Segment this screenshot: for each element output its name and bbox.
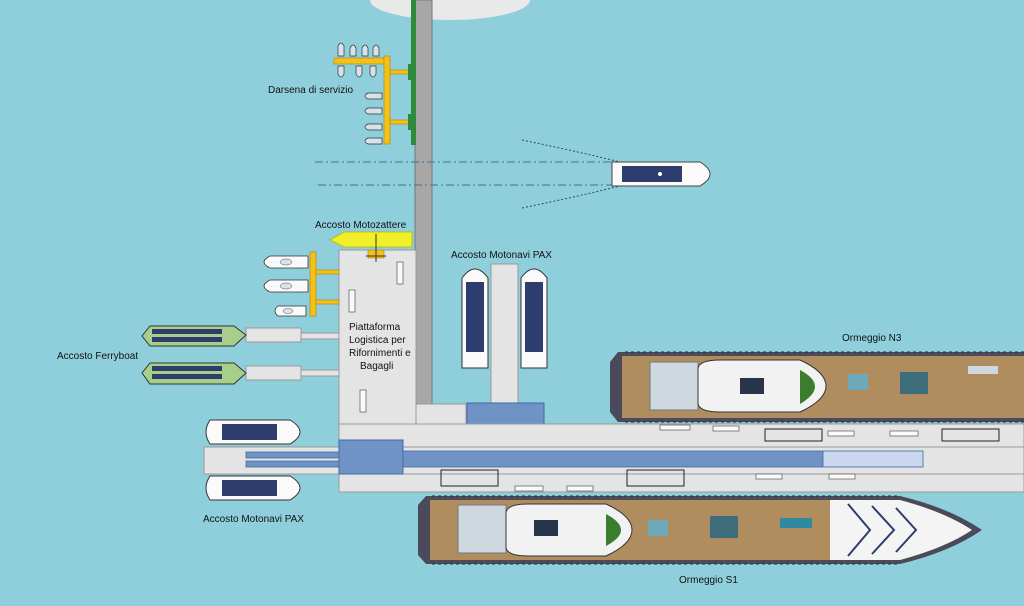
motozattere-pontoon (263, 251, 340, 317)
nav-curve-upper (521, 139, 621, 163)
cruise-ship-s1 (418, 495, 982, 565)
breakwater-mole (414, 0, 433, 406)
nav-curve-lower (521, 185, 621, 209)
motonavi-pax-berth-bottom (205, 419, 301, 501)
platform-annex (415, 403, 467, 426)
label-piattaforma-line4: Bagagli (360, 361, 393, 372)
truck-icon (396, 261, 404, 285)
label-motozattere: Accosto Motozattere (315, 220, 407, 231)
label-piattaforma-line3: Rifornimenti e (349, 348, 411, 359)
main-pier (203, 423, 1024, 493)
label-motonavi-top: Accosto Motonavi PAX (451, 250, 552, 261)
truck-icon (348, 289, 356, 313)
label-piattaforma-line2: Logistica per (349, 335, 406, 346)
label-motonavi-bottom: Accosto Motonavi PAX (203, 514, 304, 525)
motozattere-berth-marker (329, 231, 413, 248)
cruise-ship-n3 (610, 351, 1024, 423)
moving-motonave (611, 161, 711, 187)
ferryboat-berth (141, 325, 340, 385)
motonavi-pax-berth-top (461, 263, 548, 451)
label-piattaforma-line1: Piattaforma (349, 322, 401, 333)
darsena-servizio-pontoon (333, 42, 415, 145)
label-darsena: Darsena di servizio (268, 85, 353, 96)
crane-icon (366, 234, 386, 262)
truck-icon (359, 389, 367, 413)
label-ormeggio-n3: Ormeggio N3 (842, 333, 902, 344)
coast-blob (370, 0, 530, 20)
label-ferryboat: Accosto Ferryboat (57, 351, 138, 362)
label-ormeggio-s1: Ormeggio S1 (679, 575, 738, 586)
